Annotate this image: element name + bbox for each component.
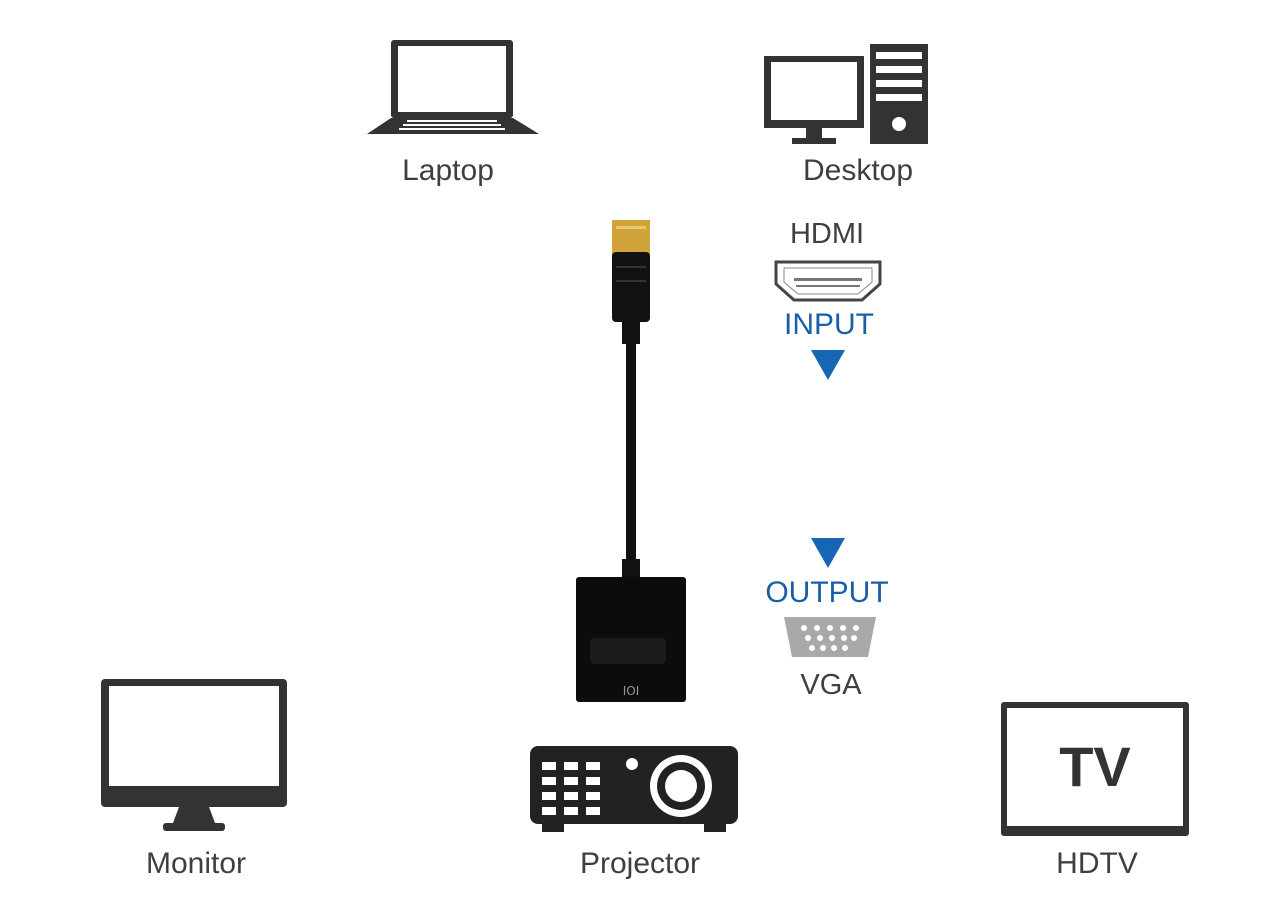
tv-icon: TV [1001, 702, 1189, 836]
vga-port-icon [784, 617, 876, 657]
monitor-icon [101, 679, 287, 831]
desktop-icon [764, 44, 928, 144]
hdmi-port-icon [774, 260, 882, 302]
laptop-label: Laptop [402, 154, 494, 187]
desktop-label: Desktop [802, 154, 914, 187]
projector-icon [530, 746, 738, 832]
monitor-label: Monitor [145, 847, 247, 880]
laptop-icon [367, 40, 539, 134]
input-arrow-icon [811, 350, 845, 380]
input-label: INPUT [784, 308, 874, 341]
svg-text:IOI: IOI [623, 684, 640, 698]
projector-label: Projector [579, 847, 701, 880]
vga-label: VGA [800, 669, 862, 701]
adapter-cable: IOI [576, 220, 686, 702]
tv-screen-text: TV [1059, 735, 1131, 798]
hdtv-label: HDTV [1056, 847, 1138, 880]
output-label: OUTPUT [765, 576, 889, 609]
hdmi-label: HDMI [789, 218, 865, 250]
output-arrow-icon [811, 538, 845, 568]
